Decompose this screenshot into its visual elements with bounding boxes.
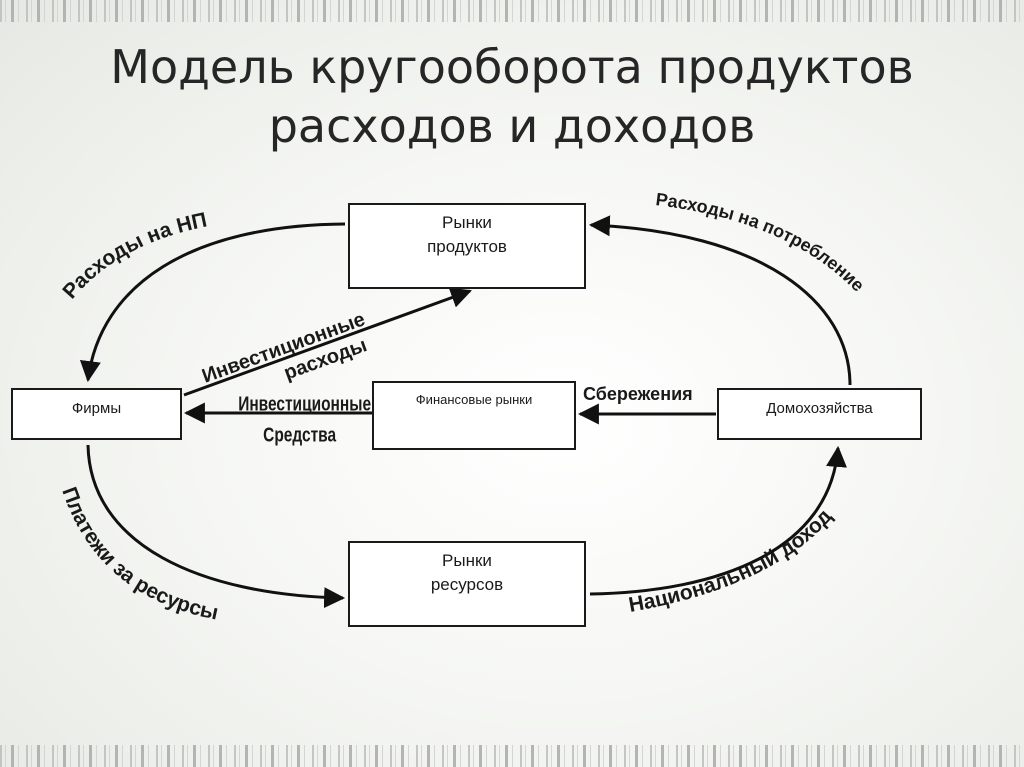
products-market-label-1: Рынки	[442, 213, 492, 232]
label-resource-payments: Платежи за ресурсы	[57, 484, 220, 625]
label-national-income: Национальный доход	[627, 505, 837, 617]
arrow-national-income	[589, 445, 847, 596]
label-investment-funds-1: Инвестиционные	[238, 391, 371, 415]
arrow-gov-spending	[79, 222, 346, 383]
decorative-bottom-strip	[0, 745, 1024, 767]
resources-market-box: Рынки ресурсов	[348, 541, 586, 627]
arrow-consumption	[588, 215, 852, 386]
decorative-top-strip	[0, 0, 1024, 22]
label-savings: Сбережения	[583, 384, 693, 404]
households-label: Домохозяйства	[766, 400, 873, 417]
households-box: Домохозяйства	[717, 388, 922, 440]
label-investment-funds-2: Средства	[263, 422, 337, 446]
arrow-investment-spending	[183, 287, 472, 397]
financial-markets-box: Финансовые рынки	[372, 381, 576, 450]
firms-label: Фирмы	[71, 400, 122, 417]
products-market-box: Рынки продуктов	[348, 203, 586, 289]
arrow-resource-payments	[86, 444, 346, 609]
label-consumption: Расходы на потребление	[655, 189, 869, 295]
products-market-label-2: продуктов	[427, 237, 507, 256]
resources-market-label-2: ресурсов	[430, 575, 504, 594]
page-title-line-2: расходов и доходов	[268, 99, 756, 153]
firms-box: Фирмы	[11, 388, 182, 440]
financial-markets-label: Финансовые рынки	[415, 392, 533, 407]
resources-market-label-1: Рынки	[442, 551, 492, 570]
page-title-line-1: Модель кругооборота продуктов	[110, 40, 914, 94]
